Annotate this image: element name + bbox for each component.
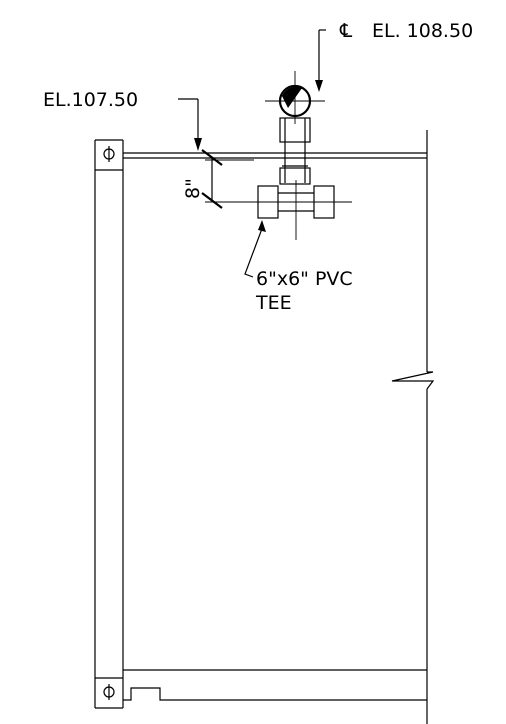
left-wall	[94, 139, 124, 709]
pipe-elbow-icon	[265, 71, 325, 124]
centerline-elevation-label: EL. 108.50	[372, 20, 473, 42]
elevation-label: EL.107.50	[43, 89, 138, 111]
dimension-8in	[201, 149, 254, 209]
dimension-label: 8"	[182, 178, 204, 199]
vertical-pipe	[279, 117, 311, 185]
bottom-beam	[123, 669, 427, 701]
centerline-elevation-leader	[315, 29, 326, 92]
tee-label-line2: TEE	[255, 292, 292, 314]
centerline-symbol: ℄	[339, 20, 353, 42]
right-edge-break-line	[391, 130, 435, 724]
bottom-anchor-bolt-icon	[103, 684, 115, 700]
pvc-tee-fitting	[240, 180, 352, 240]
tee-label-leader	[244, 220, 266, 278]
top-beam	[123, 152, 427, 159]
tee-label-line1: 6"x6" PVC	[256, 268, 353, 290]
elevation-leader	[178, 98, 202, 151]
top-anchor-bolt-icon	[103, 146, 115, 162]
